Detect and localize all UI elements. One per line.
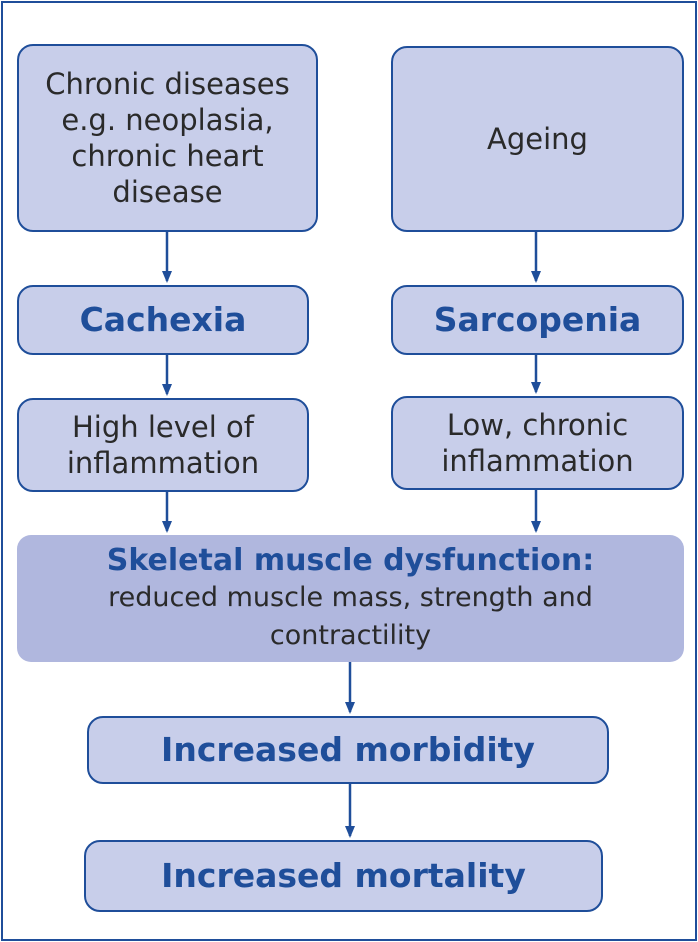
node-cachexia-label: Cachexia — [79, 300, 247, 340]
node-increased-morbidity-label: Increased morbidity — [161, 730, 535, 770]
node-chronic-diseases-label: Chronic diseases e.g. neoplasia, chronic… — [45, 66, 290, 210]
node-high-inflammation-label: High level of inflammation — [66, 409, 260, 480]
node-increased-morbidity: Increased morbidity — [87, 716, 609, 784]
node-high-inflammation: High level of inflammation — [17, 398, 309, 492]
node-sarcopenia-label: Sarcopenia — [433, 300, 642, 340]
node-ageing-label: Ageing — [487, 121, 588, 156]
node-low-inflammation-label: Low, chronic inflammation — [441, 407, 634, 478]
node-increased-mortality-label: Increased mortality — [161, 856, 526, 896]
node-ageing: Ageing — [391, 46, 684, 232]
node-chronic-diseases: Chronic diseases e.g. neoplasia, chronic… — [17, 44, 318, 232]
dysfunction-title: Skeletal muscle dysfunction: — [106, 543, 595, 579]
node-cachexia: Cachexia — [17, 285, 309, 355]
dysfunction-description: reduced muscle mass, strength and contra… — [108, 582, 593, 651]
node-sarcopenia: Sarcopenia — [391, 285, 684, 355]
node-increased-mortality: Increased mortality — [84, 840, 603, 912]
node-skeletal-muscle-dysfunction: Skeletal muscle dysfunction: reduced mus… — [17, 535, 684, 662]
node-low-inflammation: Low, chronic inflammation — [391, 396, 684, 490]
